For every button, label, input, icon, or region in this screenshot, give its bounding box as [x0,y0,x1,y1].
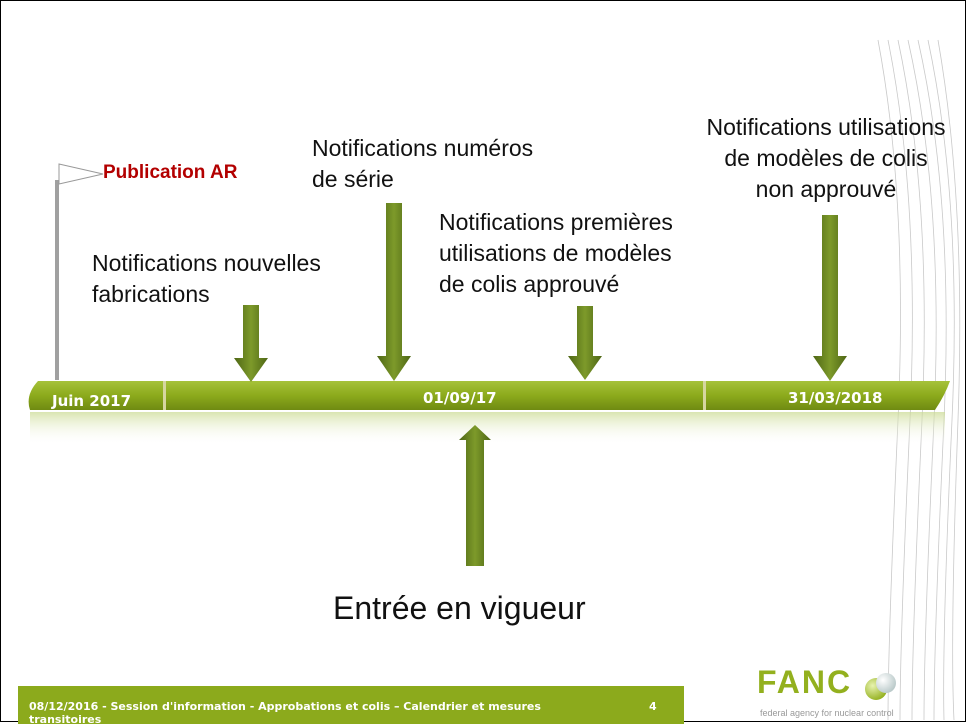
label-line: utilisations de modèles [439,240,672,266]
label-non-approuve: Notifications utilisations de modèles de… [691,112,961,205]
entree-en-vigueur-label: Entrée en vigueur [333,590,586,626]
logo-name: FANC [757,664,853,700]
arrow-premieres-utilisations [568,306,602,380]
label-numeros-serie: Notifications numéros de série [312,133,533,195]
publication-pole [55,180,59,380]
footer-text: 08/12/2016 - Session d'information - App… [29,700,541,726]
label-line: non approuvé [755,176,897,202]
footer-bar: 08/12/2016 - Session d'information - App… [18,686,684,726]
label-line: de modèles de colis [724,145,928,171]
arrow-non-approuve [813,215,847,381]
label-line: Notifications premières [439,209,673,235]
label-line: Notifications utilisations [706,114,946,140]
arrow-entree-en-vigueur [459,425,491,566]
arrow-nouvelles-fabrications [234,305,268,382]
fanc-logo: FANC federal agency for nuclear control [727,664,937,724]
label-premieres-utilisations: Notifications premières utilisations de … [439,207,673,300]
decorative-lines [877,39,961,721]
publication-flag [58,163,104,185]
arrow-numeros-serie [377,203,411,381]
tick-mark [163,381,166,410]
label-line: Notifications nouvelles [92,250,321,276]
label-line: de colis approuvé [439,271,620,297]
timeline-reflection [30,412,945,445]
tick-mark [703,381,706,410]
timeline-start-date: Juin 2017 [52,392,132,410]
publication-label: Publication AR [103,162,238,183]
label-line: Notifications numéros [312,135,534,161]
timeline-bar [28,381,951,410]
logo-sphere-icon [865,673,896,700]
label-nouvelles-fabrications: Notifications nouvelles fabrications [92,248,321,310]
page-number: 4 [649,700,657,713]
timeline-mid-date: 01/09/17 [423,389,497,407]
label-line: fabrications [92,281,210,307]
timeline-end-date: 31/03/2018 [788,389,883,407]
label-line: de série [312,166,394,192]
logo-tagline: federal agency for nuclear control [760,708,894,718]
